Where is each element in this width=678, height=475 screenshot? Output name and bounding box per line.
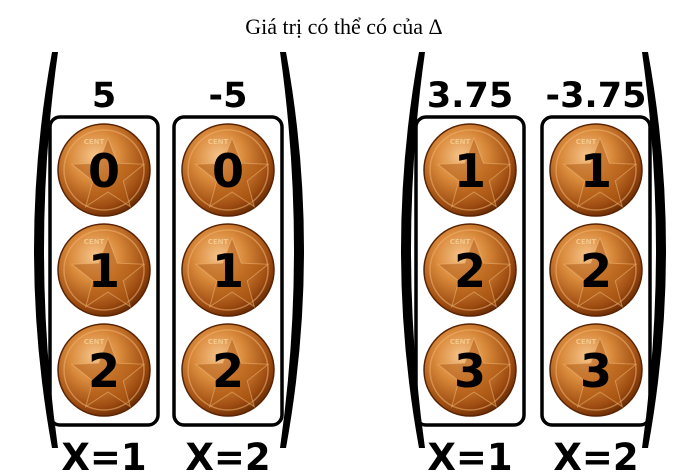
coin-number: 2 — [212, 344, 244, 398]
coin-text: CENT — [84, 338, 105, 346]
star-icon — [70, 136, 146, 208]
coin-rim — [555, 229, 637, 311]
coin-rim — [555, 329, 637, 411]
star-icon — [194, 336, 270, 408]
star-icon — [436, 236, 512, 308]
coin-rim — [429, 129, 511, 211]
coin-number: 3 — [454, 344, 486, 398]
column-value-label: 5 — [92, 76, 116, 116]
coin-number: 2 — [88, 344, 120, 398]
groups-area: 5CENT0CENT1CENT2X=1-5CENT0CENT1CENT2X=23… — [34, 52, 666, 475]
coin-rim — [429, 229, 511, 311]
coin-text: CENT — [576, 238, 597, 246]
star-icon — [436, 336, 512, 408]
coin-number: 3 — [580, 344, 612, 398]
coin-text: CENT — [450, 138, 471, 146]
coin-rim — [63, 329, 145, 411]
column-box — [48, 115, 160, 427]
column-x-label: X=1 — [427, 436, 512, 475]
star-icon — [436, 136, 512, 208]
star-icon — [562, 236, 638, 308]
coin-number: 2 — [454, 244, 486, 298]
column-x-label: X=2 — [553, 436, 638, 475]
star-icon — [194, 136, 270, 208]
star-icon — [70, 336, 146, 408]
coin-text: CENT — [208, 238, 229, 246]
coin-text: CENT — [84, 138, 105, 146]
coin-rim — [555, 129, 637, 211]
coin-text: CENT — [208, 338, 229, 346]
column-value-label: -3.75 — [546, 76, 647, 116]
group-2-left-bracket — [401, 52, 425, 448]
coin-text: CENT — [84, 238, 105, 246]
coin-rim — [63, 229, 145, 311]
column-box — [414, 115, 526, 427]
coin-number: 1 — [212, 244, 244, 298]
column-box — [540, 115, 652, 427]
column-value-label: 3.75 — [427, 76, 513, 116]
figure-title: Giá trị có thể có của Δ — [245, 14, 442, 39]
group-1-left-bracket — [34, 52, 58, 448]
coin-rim — [63, 129, 145, 211]
coin-rim — [187, 329, 269, 411]
star-icon — [194, 236, 270, 308]
column-box — [172, 115, 284, 427]
coin-number: 0 — [212, 144, 244, 198]
coin-number: 1 — [88, 244, 120, 298]
group-2-right-bracket — [642, 52, 666, 448]
coin-number: 0 — [88, 144, 120, 198]
coin-number: 1 — [454, 144, 486, 198]
coin-rim — [429, 329, 511, 411]
coin-text: CENT — [208, 138, 229, 146]
coin-rim — [187, 229, 269, 311]
column-x-label: X=1 — [61, 436, 146, 475]
star-icon — [562, 336, 638, 408]
group-2: 3.75CENT1CENT2CENT3X=1-3.75CENT1CENT2CEN… — [414, 76, 652, 475]
column-x-label: X=2 — [185, 436, 270, 475]
group-1-right-bracket — [280, 52, 304, 448]
coin-text: CENT — [576, 338, 597, 346]
coin-text: CENT — [576, 138, 597, 146]
coin-text: CENT — [450, 238, 471, 246]
star-icon — [70, 236, 146, 308]
star-icon — [562, 136, 638, 208]
coin-number: 2 — [580, 244, 612, 298]
coin-number: 1 — [580, 144, 612, 198]
coin-text: CENT — [450, 338, 471, 346]
coin-rim — [187, 129, 269, 211]
column-value-label: -5 — [209, 76, 248, 116]
